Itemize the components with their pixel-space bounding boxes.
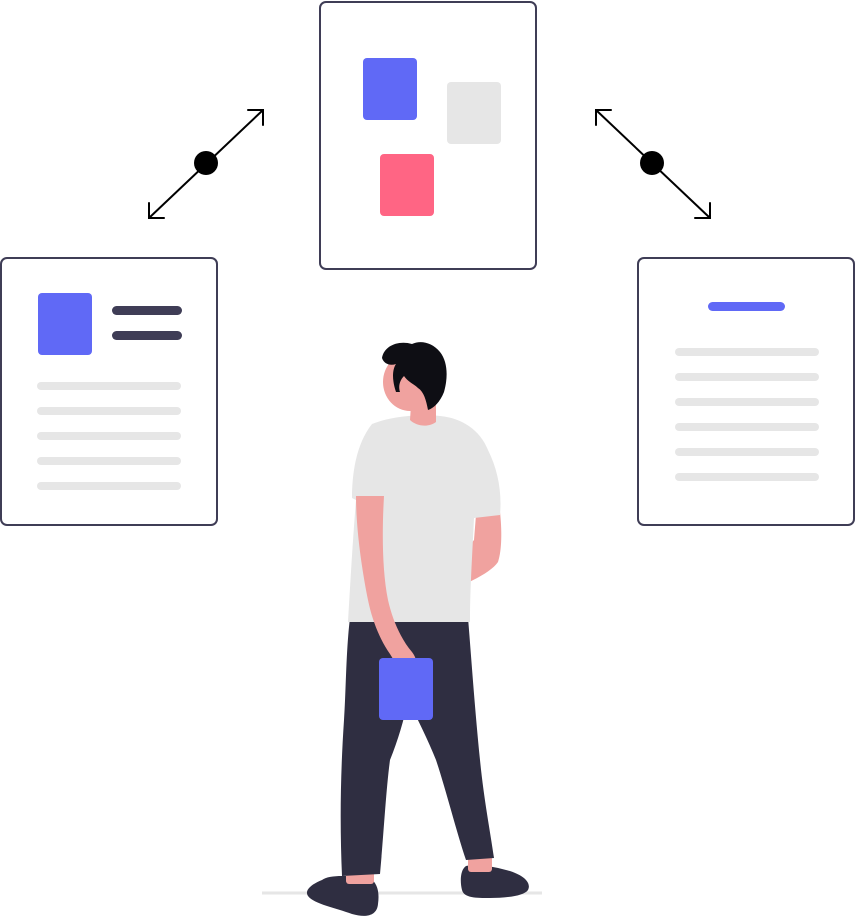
left-arrow-head-bottom: [148, 202, 165, 219]
left-arm: [356, 496, 417, 671]
right-title-line: [708, 302, 785, 311]
tablet: [379, 658, 433, 720]
right-text-line: [675, 348, 819, 356]
left-arrow-head-top: [247, 109, 264, 126]
blue-card: [363, 58, 417, 120]
left-shoe: [306, 876, 379, 916]
right-text-line: [675, 423, 819, 431]
right-panel-frame: [637, 257, 855, 526]
pants: [340, 618, 494, 876]
center-board-panel: [319, 1, 537, 270]
left-thumbnail: [38, 293, 92, 355]
right-text-line: [675, 473, 819, 481]
left-text-line: [37, 432, 181, 440]
right-arrow-head-bottom: [694, 202, 711, 219]
right-arrow-head-top: [595, 109, 612, 126]
right-text-line: [675, 448, 819, 456]
person-figure: [262, 342, 542, 916]
right-text-line: [675, 398, 819, 406]
right-shoe: [460, 865, 529, 898]
left-heading-line-1: [112, 306, 182, 315]
left-heading-line-2: [112, 331, 182, 340]
left-text-line: [37, 382, 181, 390]
left-document-panel: [0, 257, 218, 526]
right-connector-arrow: [595, 109, 711, 219]
hair: [382, 342, 447, 410]
gray-card: [447, 82, 501, 144]
left-text-line: [37, 482, 181, 490]
left-text-line: [37, 457, 181, 465]
left-connector-dot: [194, 151, 218, 175]
right-text-line: [675, 373, 819, 381]
right-document-panel: [637, 257, 855, 526]
right-connector-dot: [640, 151, 664, 175]
pink-card: [380, 154, 434, 216]
shirt: [348, 415, 501, 622]
left-connector-arrow: [148, 109, 264, 219]
left-text-line: [37, 407, 181, 415]
center-panel-frame: [319, 1, 537, 270]
